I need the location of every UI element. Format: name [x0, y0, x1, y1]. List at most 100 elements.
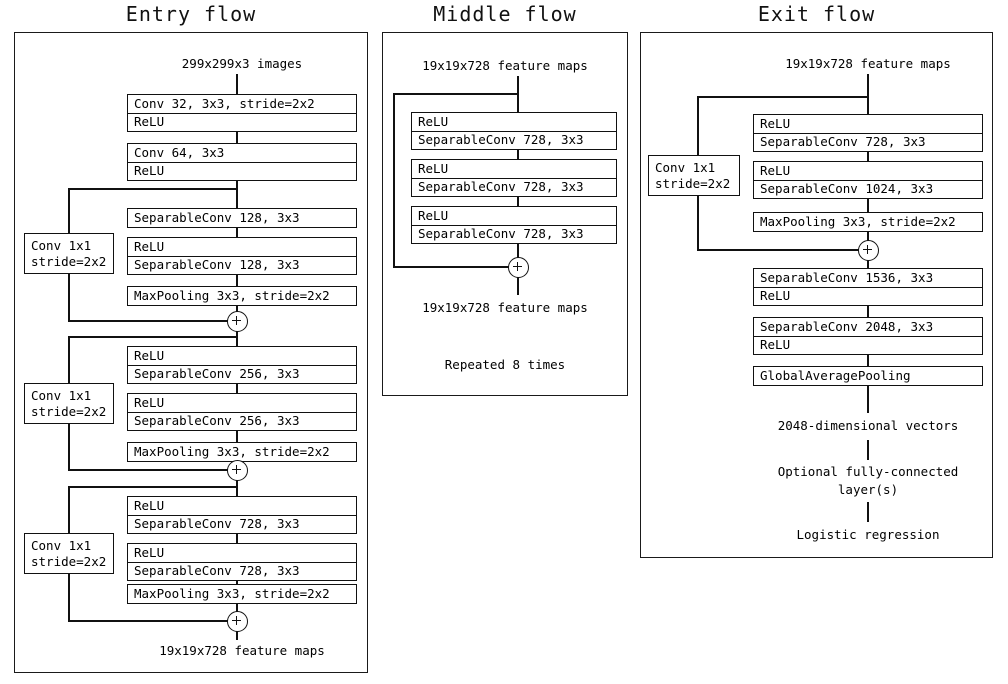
connector-entry-11 — [236, 534, 238, 543]
entry-layer-relu-d: ReLU — [134, 347, 165, 363]
entry-shortcut-box-2: Conv 1x1 stride=2x2 — [24, 383, 114, 424]
connector-entry-8 — [236, 431, 238, 442]
middle-shortcut-top — [393, 93, 519, 95]
entry-block-maxpool-3: MaxPooling 3x3, stride=2x2 — [127, 584, 357, 604]
connector-middle-3 — [517, 244, 519, 268]
entry-block-maxpool-2: MaxPooling 3x3, stride=2x2 — [127, 442, 357, 462]
connector-entry-14 — [236, 630, 238, 640]
exit-layer-sepconv728: SeparableConv 728, 3x3 — [754, 132, 982, 152]
entry-layer-conv32: Conv 32, 3x3, stride=2x2 — [134, 95, 315, 111]
connector-exit-2 — [867, 199, 869, 212]
entry-shortcut-1-line1: Conv 1x1 — [31, 237, 92, 253]
entry-block-relu-sepconv728-b: ReLU SeparableConv 728, 3x3 — [127, 543, 357, 581]
connector-entry-3 — [236, 228, 238, 237]
connector-exit-8 — [867, 440, 869, 460]
connector-exit-6 — [867, 355, 869, 366]
entry-layer-sepconv256-a: SeparableConv 256, 3x3 — [128, 364, 356, 384]
entry-shortcut-1-top — [68, 188, 237, 190]
exit-block-sepconv2048: SeparableConv 2048, 3x3 ReLU — [753, 317, 983, 355]
exit-final-label: Logistic regression — [796, 527, 940, 542]
connector-exit-5 — [867, 306, 869, 317]
exit-fc-label-line1: Optional fully-connected — [777, 464, 959, 479]
exit-layer-sepconv1536: SeparableConv 1536, 3x3 — [760, 269, 934, 285]
exit-merge-1 — [858, 240, 879, 261]
exit-layer-sepconv1024: SeparableConv 1024, 3x3 — [754, 179, 982, 199]
middle-block-a: ReLU SeparableConv 728, 3x3 — [411, 112, 617, 150]
entry-layer-sepconv128-a: SeparableConv 128, 3x3 — [134, 209, 300, 225]
middle-shortcut-vert — [393, 93, 395, 268]
middle-layer-relu-b: ReLU — [418, 160, 449, 176]
entry-block-relu-sepconv128: ReLU SeparableConv 128, 3x3 — [127, 237, 357, 275]
exit-block-globalavgpool: GlobalAveragePooling — [753, 366, 983, 386]
middle-output-label: 19x19x728 feature maps — [422, 300, 588, 315]
middle-layer-sepconv-c: SeparableConv 728, 3x3 — [412, 224, 616, 244]
exit-layer-maxpool: MaxPooling 3x3, stride=2x2 — [760, 213, 956, 229]
middle-layer-sepconv-a: SeparableConv 728, 3x3 — [412, 130, 616, 150]
entry-output-label: 19x19x728 feature maps — [159, 643, 325, 658]
middle-block-c: ReLU SeparableConv 728, 3x3 — [411, 206, 617, 244]
connector-middle-4 — [517, 276, 519, 295]
exit-layer-relu-c: ReLU — [754, 286, 982, 306]
entry-block-relu-sepconv256-a: ReLU SeparableConv 256, 3x3 — [127, 346, 357, 384]
entry-layer-sepconv128-b: SeparableConv 128, 3x3 — [128, 255, 356, 275]
exit-layer-relu-d: ReLU — [754, 335, 982, 355]
entry-shortcut-box-1: Conv 1x1 stride=2x2 — [24, 233, 114, 274]
connector-middle-2 — [517, 197, 519, 206]
exit-layer-sepconv2048: SeparableConv 2048, 3x3 — [760, 318, 934, 334]
exit-layer-relu-a: ReLU — [760, 115, 791, 131]
exit-shortcut-box: Conv 1x1 stride=2x2 — [648, 155, 740, 196]
connector-entry-input — [236, 74, 238, 94]
entry-shortcut-1-bottom — [68, 320, 237, 322]
entry-merge-2 — [227, 460, 248, 481]
exit-shortcut-bottom — [697, 249, 869, 251]
entry-layer-relu-c: ReLU — [134, 238, 165, 254]
exit-fc-label-line2: layer(s) — [837, 482, 899, 497]
entry-shortcut-3-line2: stride=2x2 — [31, 553, 107, 569]
entry-shortcut-box-3: Conv 1x1 stride=2x2 — [24, 533, 114, 574]
entry-block-relu-sepconv728-a: ReLU SeparableConv 728, 3x3 — [127, 496, 357, 534]
exit-block-sepconv1536: SeparableConv 1536, 3x3 ReLU — [753, 268, 983, 306]
entry-layer-sepconv728-a: SeparableConv 728, 3x3 — [128, 514, 356, 534]
middle-block-b: ReLU SeparableConv 728, 3x3 — [411, 159, 617, 197]
entry-shortcut-1-line2: stride=2x2 — [31, 253, 107, 269]
exit-layer-relu-b: ReLU — [760, 162, 791, 178]
entry-shortcut-2-top — [68, 336, 237, 338]
connector-entry-4 — [236, 275, 238, 286]
entry-shortcut-3-line1: Conv 1x1 — [31, 537, 92, 553]
entry-layer-relu-e: ReLU — [134, 394, 165, 410]
entry-layer-maxpool-1: MaxPooling 3x3, stride=2x2 — [134, 287, 330, 303]
entry-layer-relu-f: ReLU — [134, 497, 165, 513]
entry-block-conv32: Conv 32, 3x3, stride=2x2 ReLU — [127, 94, 357, 132]
connector-exit-input — [867, 74, 869, 114]
entry-shortcut-3-top — [68, 486, 237, 488]
entry-layer-relu-b: ReLU — [128, 161, 356, 181]
exit-layer-globalavgpool: GlobalAveragePooling — [760, 367, 911, 383]
entry-layer-sepconv256-b: SeparableConv 256, 3x3 — [128, 411, 356, 431]
exit-block-relu-sepconv1024: ReLU SeparableConv 1024, 3x3 — [753, 161, 983, 199]
entry-block-conv64: Conv 64, 3x3 ReLU — [127, 143, 357, 181]
exit-block-relu-sepconv728: ReLU SeparableConv 728, 3x3 — [753, 114, 983, 152]
middle-flow-title: Middle flow — [433, 2, 577, 26]
connector-entry-2 — [236, 181, 238, 208]
entry-layer-maxpool-3: MaxPooling 3x3, stride=2x2 — [134, 585, 330, 601]
exit-vector-label: 2048-dimensional vectors — [777, 418, 959, 433]
exit-shortcut-line2: stride=2x2 — [655, 175, 731, 191]
entry-block-relu-sepconv256-b: ReLU SeparableConv 256, 3x3 — [127, 393, 357, 431]
connector-exit-1 — [867, 152, 869, 161]
middle-input-label: 19x19x728 feature maps — [422, 58, 588, 73]
exit-shortcut-top — [697, 96, 869, 98]
entry-merge-3 — [227, 611, 248, 632]
entry-block-sepconv128-a: SeparableConv 128, 3x3 — [127, 208, 357, 228]
entry-flow-title: Entry flow — [125, 2, 257, 26]
middle-layer-relu-a: ReLU — [418, 113, 449, 129]
entry-shortcut-2-line2: stride=2x2 — [31, 403, 107, 419]
entry-merge-1 — [227, 311, 248, 332]
exit-flow-title: Exit flow — [757, 2, 876, 26]
exit-input-label: 19x19x728 feature maps — [785, 56, 951, 71]
entry-layer-sepconv728-b: SeparableConv 728, 3x3 — [128, 561, 356, 581]
entry-layer-relu-a: ReLU — [128, 112, 356, 132]
connector-middle-1 — [517, 150, 519, 159]
exit-block-maxpool: MaxPooling 3x3, stride=2x2 — [753, 212, 983, 232]
entry-shortcut-2-line1: Conv 1x1 — [31, 387, 92, 403]
connector-exit-9 — [867, 502, 869, 522]
